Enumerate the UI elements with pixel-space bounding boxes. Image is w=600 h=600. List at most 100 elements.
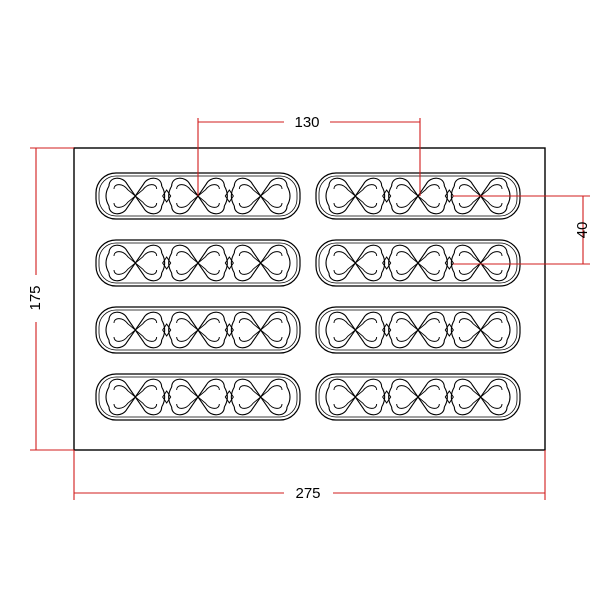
motif-stroke-inner	[113, 318, 158, 342]
motif-right-lobe	[381, 252, 386, 274]
heart-motif	[450, 244, 511, 282]
motif-stroke-inner	[333, 251, 378, 275]
motif-left-lobe	[450, 252, 455, 274]
motif-left-lobe	[168, 319, 173, 341]
motif-left-lobe	[105, 185, 110, 207]
heart-motif	[230, 378, 291, 416]
width-dimension-label: 275	[295, 485, 320, 502]
motif-left-lobe	[388, 252, 393, 274]
motif-left-lobe	[450, 386, 455, 408]
motif-left-lobe	[450, 319, 455, 341]
cavity-inner-outline	[318, 242, 518, 284]
motif-right-lobe	[443, 319, 448, 341]
motif-right-lobe	[223, 252, 228, 274]
cavity-r4-c1	[95, 373, 301, 421]
motif-stroke-inner	[458, 385, 503, 409]
motif-left-lobe	[105, 386, 110, 408]
heart-motif	[325, 378, 386, 416]
motif-right-lobe	[443, 252, 448, 274]
motif-left-lobe	[230, 252, 235, 274]
cavity-r2-c2	[315, 239, 521, 287]
motif-right-lobe	[161, 252, 166, 274]
motif-right-lobe	[286, 319, 291, 341]
heart-motif	[450, 311, 511, 349]
motif-stroke-inner	[238, 184, 283, 208]
motif-stroke-inner	[176, 385, 220, 409]
heart-motif	[325, 311, 386, 349]
heart-motif	[230, 177, 291, 215]
dimension-annotations	[30, 118, 590, 500]
motif-stroke-inner	[113, 251, 158, 275]
motif-right-lobe	[506, 252, 511, 274]
cavity-r4-c2	[315, 373, 521, 421]
motif-right-lobe	[223, 319, 228, 341]
motif-left-lobe	[388, 319, 393, 341]
motif-stroke-inner	[333, 184, 378, 208]
motif-stroke-inner	[238, 385, 283, 409]
cavity-inner-outline	[318, 376, 518, 418]
heart-motif	[168, 378, 228, 416]
motif-left-lobe	[230, 185, 235, 207]
cavity-inner-outline	[318, 309, 518, 351]
motif-left-lobe	[450, 185, 455, 207]
motif-right-lobe	[506, 319, 511, 341]
motif-stroke-inner	[238, 251, 283, 275]
heart-motif	[230, 244, 291, 282]
heart-motif	[450, 378, 511, 416]
heart-motif	[325, 244, 386, 282]
motif-stroke-inner	[113, 385, 158, 409]
motif-left-lobe	[168, 386, 173, 408]
motif-stroke-inner	[176, 251, 220, 275]
cavity-outline	[95, 306, 301, 354]
motif-left-lobe	[388, 185, 393, 207]
heart-motif	[230, 311, 291, 349]
cavity-outline	[315, 306, 521, 354]
motif-left-lobe	[105, 319, 110, 341]
motif-right-lobe	[381, 386, 386, 408]
cavity-outline	[95, 373, 301, 421]
motif-right-lobe	[443, 386, 448, 408]
heart-motif	[105, 177, 166, 215]
motif-stroke-inner	[333, 318, 378, 342]
motif-right-lobe	[381, 319, 386, 341]
heart-motif	[325, 177, 386, 215]
cavity-outline	[315, 239, 521, 287]
motif-left-lobe	[105, 252, 110, 274]
cavity-r2-c1	[95, 239, 301, 287]
motif-right-lobe	[223, 185, 228, 207]
cavity-r3-c2	[315, 306, 521, 354]
heart-motif	[388, 311, 448, 349]
motif-stroke-inner	[396, 385, 440, 409]
motif-right-lobe	[286, 252, 291, 274]
heart-motif	[105, 311, 166, 349]
motif-left-lobe	[325, 386, 330, 408]
heart-motif	[168, 244, 228, 282]
motif-right-lobe	[161, 185, 166, 207]
cavity-inner-outline	[98, 309, 298, 351]
cavity-outline	[315, 373, 521, 421]
motif-left-lobe	[325, 185, 330, 207]
height-dimension-label: 175	[27, 285, 44, 310]
motif-left-lobe	[325, 319, 330, 341]
cavity-outline	[95, 239, 301, 287]
motif-right-lobe	[286, 185, 291, 207]
mold-plate	[73, 147, 546, 451]
motif-right-lobe	[286, 386, 291, 408]
cavity-inner-outline	[98, 376, 298, 418]
motif-stroke-inner	[458, 251, 503, 275]
heart-motif	[388, 177, 448, 215]
motif-right-lobe	[161, 319, 166, 341]
motif-left-lobe	[230, 319, 235, 341]
motif-left-lobe	[230, 386, 235, 408]
motif-left-lobe	[168, 185, 173, 207]
motif-right-lobe	[443, 185, 448, 207]
motif-stroke-inner	[113, 184, 158, 208]
motif-right-lobe	[223, 386, 228, 408]
motif-right-lobe	[506, 386, 511, 408]
motif-stroke-inner	[238, 318, 283, 342]
heart-motif	[168, 311, 228, 349]
motif-right-lobe	[381, 185, 386, 207]
motif-stroke-inner	[333, 385, 378, 409]
